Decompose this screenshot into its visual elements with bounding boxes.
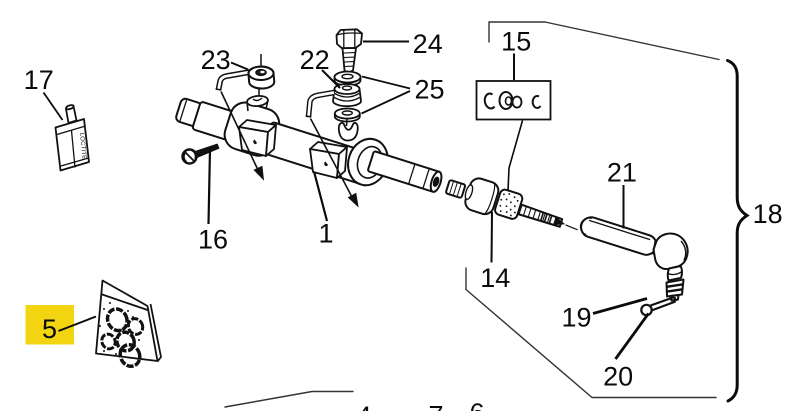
svg-text:21: 21: [607, 157, 637, 187]
svg-text:15: 15: [501, 27, 531, 57]
svg-text:14: 14: [480, 263, 510, 293]
svg-text:23: 23: [201, 45, 231, 75]
svg-text:17: 17: [24, 65, 54, 95]
svg-text:6: 6: [469, 398, 484, 411]
svg-text:22: 22: [300, 45, 330, 75]
svg-text:25: 25: [414, 74, 444, 104]
svg-text:7: 7: [428, 401, 443, 411]
svg-text:1: 1: [318, 218, 333, 248]
svg-text:4: 4: [356, 401, 371, 411]
svg-text:19: 19: [561, 303, 591, 333]
svg-text:16: 16: [198, 225, 228, 255]
svg-text:24: 24: [413, 29, 443, 59]
svg-text:LOCTITE: LOCTITE: [78, 133, 87, 160]
svg-text:5: 5: [42, 314, 57, 344]
svg-text:20: 20: [603, 361, 633, 391]
svg-text:18: 18: [753, 199, 783, 229]
